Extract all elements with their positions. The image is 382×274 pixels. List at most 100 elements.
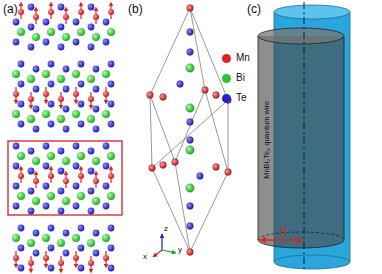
- atom: [18, 245, 25, 252]
- atom: [58, 96, 64, 102]
- wire-axis: [304, 2, 305, 272]
- atom: [13, 143, 20, 150]
- atom: [28, 260, 34, 266]
- atom: [43, 255, 49, 261]
- atom: [57, 115, 65, 123]
- atom: [43, 183, 50, 190]
- atom: [187, 223, 194, 230]
- atom: [107, 28, 115, 36]
- atom: [93, 250, 100, 257]
- atom: [88, 168, 95, 175]
- atom: [197, 173, 204, 180]
- atom: [48, 81, 55, 88]
- atom: [88, 260, 94, 266]
- atom: [63, 66, 70, 73]
- atom: [33, 126, 40, 133]
- atom: [103, 91, 109, 97]
- panel-label: (c): [247, 3, 261, 15]
- wire-label: MnBi₂Te₄ quantum wire: [263, 101, 271, 179]
- atom: [103, 255, 109, 261]
- atom: [48, 173, 54, 179]
- atom: [58, 4, 65, 11]
- atom: [73, 39, 80, 46]
- atom: [72, 234, 80, 242]
- atom: [187, 203, 194, 210]
- atom: [177, 81, 184, 88]
- atom: [48, 9, 54, 15]
- atom: [63, 178, 69, 184]
- cell-edge: [190, 8, 205, 90]
- atom: [43, 91, 49, 97]
- atom: [103, 39, 110, 46]
- atom: [107, 192, 115, 200]
- atom: [77, 152, 85, 160]
- shell-top: [258, 28, 344, 44]
- atom: [43, 19, 50, 26]
- atom: [28, 148, 35, 155]
- atom: [27, 115, 35, 123]
- atom: [108, 9, 114, 15]
- atom: [13, 203, 20, 210]
- legend-text: Mn: [236, 53, 250, 63]
- wire-bottom: [274, 255, 350, 269]
- atom: [63, 126, 70, 133]
- atom: [27, 239, 35, 247]
- atom: [58, 44, 65, 51]
- atom: [92, 33, 100, 41]
- atom: [58, 168, 65, 175]
- atom: [78, 245, 85, 252]
- atom: [28, 188, 35, 195]
- quantum-wire-cylinder: [258, 2, 350, 272]
- atom: [18, 9, 24, 15]
- atom: [103, 203, 110, 210]
- atom: [47, 152, 55, 160]
- atom: [33, 66, 40, 73]
- atom: [43, 143, 50, 150]
- atom: [13, 39, 20, 46]
- atom: [187, 29, 194, 36]
- atom: [13, 19, 20, 26]
- cell-edge: [228, 100, 229, 172]
- atom: [88, 4, 95, 11]
- atom: [72, 70, 80, 78]
- atom: [18, 265, 25, 272]
- atom: [102, 110, 110, 118]
- atom: [213, 164, 220, 171]
- atom: [187, 119, 194, 126]
- axis-triad: [153, 234, 176, 257]
- atom: [93, 106, 100, 113]
- atom: [58, 260, 64, 266]
- atom: [17, 28, 25, 36]
- atom: [32, 33, 40, 41]
- atom: [73, 91, 79, 97]
- atom: [18, 225, 25, 232]
- atom: [13, 163, 20, 170]
- atom: [225, 169, 232, 176]
- atom: [33, 178, 39, 184]
- atom: [187, 49, 194, 56]
- atom: [62, 33, 70, 41]
- atom: [149, 165, 156, 172]
- atom: [17, 152, 25, 160]
- atom: [57, 239, 65, 247]
- atom: [73, 183, 80, 190]
- layered-crystal: [8, 4, 122, 272]
- cell-edge: [150, 95, 175, 162]
- atom: [108, 265, 115, 272]
- atom: [147, 92, 154, 99]
- atom: [102, 234, 110, 242]
- atom: [43, 163, 50, 170]
- atom: [160, 94, 167, 101]
- panel-label: (b): [128, 3, 143, 15]
- atom: [103, 163, 110, 170]
- atom: [28, 168, 35, 175]
- atom: [78, 9, 84, 15]
- radius-arrow: [260, 239, 302, 240]
- atom: [78, 101, 85, 108]
- atom: [213, 92, 220, 99]
- atom: [87, 75, 95, 83]
- atom: [33, 250, 40, 257]
- unit-cell: [147, 5, 232, 256]
- atom: [88, 24, 95, 31]
- atom: [62, 157, 70, 165]
